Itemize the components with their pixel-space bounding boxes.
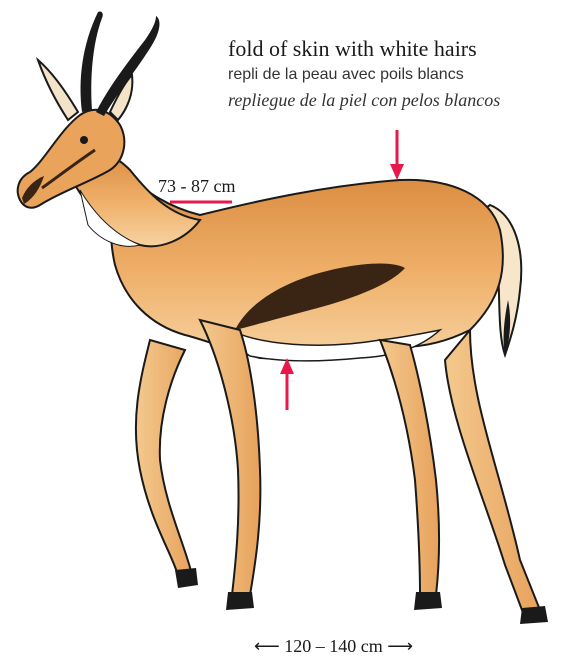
fold-label-spanish: repliegue de la piel con pelos blancos [228,90,500,111]
ear-left [38,60,78,120]
far-hind-leg [445,330,540,618]
near-foreleg [200,320,260,595]
dorsal-fold-arrow [390,130,404,180]
body [111,170,503,358]
eye [80,136,88,144]
horn-left [81,11,103,112]
fold-label-french: repli de la peau avec poils blancs [228,66,464,84]
near-hind-leg [380,340,439,595]
fold-label-english: fold of skin with white hairs [228,36,477,62]
near-fore-hoof [226,592,254,610]
far-fore-hoof [175,568,198,588]
belly-arrow [280,358,294,410]
shoulder-height-label: 73 - 87 cm [158,176,235,197]
far-hind-hoof [520,606,548,624]
far-foreleg [136,340,192,575]
near-hind-hoof [414,592,442,610]
body-length-label: ⟵ 120 – 140 cm ⟶ [254,636,413,657]
